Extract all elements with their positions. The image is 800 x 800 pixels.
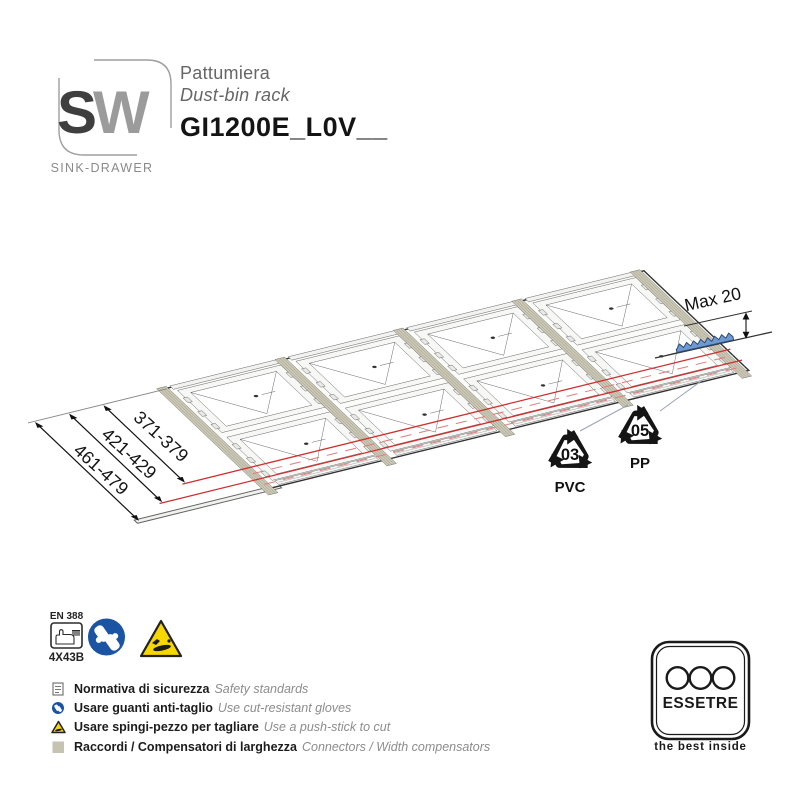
note-row-push-stick: Usare spingi-pezzo per tagliare Use a pu… <box>50 718 490 737</box>
max-depth-arrowhead-bottom <box>742 331 750 339</box>
en388-rating-label: 4X43B <box>49 652 84 664</box>
essetre-tagline: the best inside <box>654 741 747 753</box>
pp-label: PP <box>630 455 650 472</box>
note-text-english: Connectors / Width compensators <box>301 739 491 754</box>
pp-code: 05 <box>631 422 649 440</box>
product-title-italian: Pattumiera <box>180 63 271 83</box>
logo-letter-w: W <box>93 79 150 146</box>
cut-surface-line <box>654 331 773 359</box>
max-depth-arrowhead-top <box>742 312 750 320</box>
essetre-wordmark: ESSETRE <box>663 695 739 712</box>
note-text-english: Safety standards <box>214 681 309 696</box>
cut-strip <box>134 485 281 524</box>
safety-icons: EN 388 4X43B <box>49 611 183 664</box>
essetre-circles-icon <box>665 666 736 691</box>
note-text-english: Use a push-stick to cut <box>263 720 391 735</box>
dust-bin-rack-isometric <box>26 269 752 527</box>
note-row-connectors: Raccordi / Compensatori di larghezza Con… <box>50 737 490 756</box>
note-row-gloves: Usare guanti anti-taglio Use cut-resista… <box>50 698 490 717</box>
cut-lines <box>148 349 747 509</box>
note-text-english: Use cut-resistant gloves <box>217 701 352 716</box>
safety-notes: Normativa di sicurezza Safety standards … <box>50 679 490 757</box>
pvc-code: 03 <box>561 446 579 464</box>
product-title-english: Dust-bin rack <box>180 85 290 105</box>
mandatory-gloves-icon <box>88 618 125 656</box>
en388-standard-label: EN 388 <box>50 611 84 622</box>
product-header: Pattumiera Dust-bin rack GI1200E_L0V__ <box>180 62 388 143</box>
note-text-italian: Usare guanti anti-taglio <box>74 701 213 716</box>
recycling-symbol-pvc: 03 PVC <box>545 429 602 496</box>
max-depth-reference-line <box>683 310 753 327</box>
note-text-italian: Normativa di sicurezza <box>74 681 210 696</box>
pvc-leader-line <box>579 404 629 432</box>
gloves-mini-icon <box>52 702 64 715</box>
dimension-lines <box>28 389 185 521</box>
sink-drawer-logo: SW SINK-DRAWER <box>51 59 172 175</box>
pvc-label: PVC <box>555 479 586 496</box>
logo-monogram: SW <box>57 79 150 146</box>
warning-mini-icon <box>51 721 66 734</box>
saw-blade-icon <box>675 332 735 354</box>
connector-mini-icon <box>52 741 64 753</box>
dimension-labels: 371-379 421-429 461-479 <box>70 407 192 499</box>
note-text-italian: Raccordi / Compensatori di larghezza <box>74 739 297 754</box>
note-row-standards: Normativa di sicurezza Safety standards <box>50 679 490 698</box>
note-text-italian: Usare spingi-pezzo per tagliare <box>74 720 259 735</box>
logo-wordmark: SINK-DRAWER <box>51 161 154 175</box>
product-code: GI1200E_L0V__ <box>180 112 388 142</box>
en388-mini-icon <box>52 682 64 696</box>
max-depth-label: Max 20 <box>683 283 744 315</box>
logo-frame-arc-bottom <box>58 78 137 156</box>
logo-letter-s: S <box>57 79 97 146</box>
essetre-logo: ESSETRE the best inside <box>650 640 751 753</box>
cutting-hazard-warning-icon <box>139 619 183 658</box>
recycling-symbol-pp: 05 PP <box>615 405 672 472</box>
en388-glove-icon: EN 388 4X43B <box>49 611 84 664</box>
logo-frame-arc-top <box>94 59 172 128</box>
pp-leader-line <box>659 378 705 412</box>
